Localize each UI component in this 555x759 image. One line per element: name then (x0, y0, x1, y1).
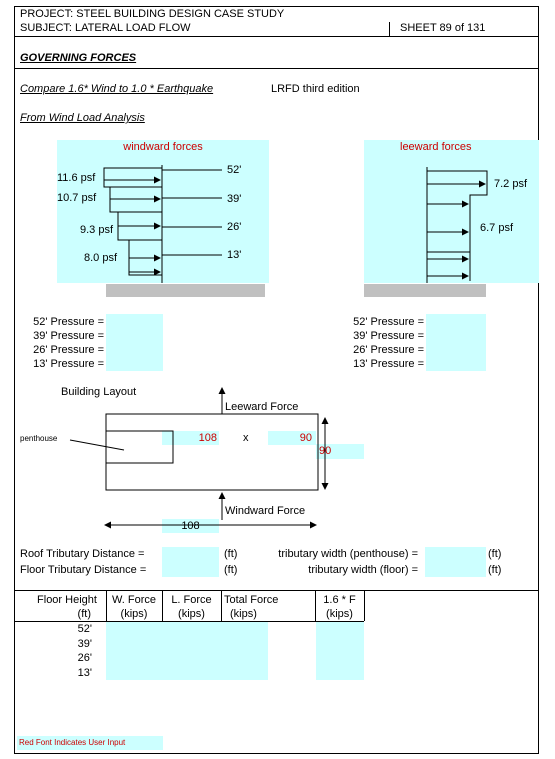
section-title: GOVERNING FORCES (20, 52, 137, 64)
sheet-number: SHEET 89 of 131 (400, 22, 486, 34)
header-l-force-2: (kips) (178, 608, 205, 620)
bottom-dimension: 108 (162, 519, 219, 533)
header-divider (14, 36, 539, 37)
table-row-52: 52' (77, 623, 92, 635)
table-row-13: 13' (77, 666, 92, 679)
windward-level-13: 13' (227, 249, 242, 261)
windward-ground (106, 284, 265, 297)
leeward-pressure-inputs[interactable] (426, 314, 486, 371)
code-edition: LRFD third edition (271, 83, 360, 95)
sheet-frame (14, 6, 539, 754)
table-row-26: 26' (77, 652, 92, 664)
header-floor-height: Floor Height (ft) (28, 593, 106, 621)
leeward-ground (364, 284, 486, 297)
windward-pressure-inputs[interactable] (106, 314, 163, 371)
windward-arrows (104, 176, 161, 276)
windward-level-39: 39' (227, 193, 242, 205)
col-divider-3 (221, 590, 222, 621)
header-floor-height-2: (ft) (77, 608, 91, 620)
col-divider-4 (315, 590, 316, 621)
header-l-force-1: L. Force (171, 594, 212, 606)
leeward-26-pressure-label: 26' Pressure = (353, 344, 424, 356)
building-length-input[interactable]: 108 (162, 431, 219, 445)
user-input-note: Red Font Indicates User Input (17, 736, 163, 750)
header-l-force: L. Force (kips) (162, 593, 221, 621)
header-factored-force-1: 1.6 * F (323, 594, 356, 606)
leeward-title: leeward forces (400, 141, 472, 153)
windward-pressure-3: 9.3 psf (80, 224, 114, 236)
building-layout-title: Building Layout (61, 386, 137, 398)
windward-39-pressure-label: 39' Pressure = (33, 330, 104, 342)
penthouse-leader (69, 439, 125, 451)
windward-level-52: 52' (227, 164, 242, 176)
table-row-39: 39' (77, 637, 92, 650)
header-total-force-1: Total Force (224, 594, 279, 606)
col-divider-5 (364, 590, 365, 621)
floor-heights-column: 52' 39' 26' 13' (40, 622, 92, 680)
subject-line: SUBJECT: LATERAL LOAD FLOW (20, 22, 191, 34)
compare-text: Compare 1.6* Wind to 1.0 * Earthquake (20, 83, 214, 95)
table-top-border (14, 590, 539, 591)
header-w-force-1: W. Force (111, 594, 156, 606)
roof-tributary-unit: (ft) (224, 548, 238, 560)
windward-level-26: 26' (227, 221, 242, 233)
title-divider (14, 68, 539, 69)
table-header-border (14, 621, 364, 622)
windward-pressure-labels: 52' Pressure = 39' Pressure = 26' Pressu… (18, 315, 104, 371)
building-outline (105, 413, 319, 491)
floor-tributary-unit: (ft) (224, 564, 238, 576)
from-wind-analysis: From Wind Load Analysis (20, 112, 145, 124)
windward-pressure-2: 10.7 psf (57, 192, 97, 204)
floor-width-unit: (ft) (488, 564, 502, 576)
header-total-force: Total Force (kips) (224, 593, 315, 621)
header-factored-force-2: (kips) (326, 608, 353, 620)
side-dimension: 90 (316, 444, 364, 459)
windward-panel (57, 140, 269, 283)
leeward-pressure-steps (427, 170, 488, 281)
leeward-arrows (427, 180, 486, 280)
windward-force-label: Windward Force (225, 505, 306, 517)
force-results-cells (106, 622, 268, 680)
roof-tributary-label: Roof Tributary Distance = (20, 548, 145, 560)
penthouse-width-label: tributary width (penthouse) = (278, 548, 418, 560)
tributary-width-inputs[interactable] (425, 547, 486, 577)
windward-26-pressure-label: 26' Pressure = (33, 344, 104, 356)
windward-13-pressure-label: 13' Pressure = (33, 358, 104, 370)
penthouse-width-unit: (ft) (488, 548, 502, 560)
penthouse-label: penthouse (20, 434, 58, 443)
floor-tributary-label: Floor Tributary Distance = (20, 564, 147, 576)
leeward-52-pressure-label: 52' Pressure = (353, 316, 424, 328)
leeward-pressure-1: 7.2 psf (494, 178, 528, 190)
tributary-distance-inputs[interactable] (162, 547, 219, 577)
col-divider-2 (162, 590, 163, 621)
header-w-force: W. Force (kips) (106, 593, 162, 621)
times-sign: x (243, 432, 249, 444)
windward-level-lines (162, 169, 222, 256)
header-total-force-2: (kips) (230, 608, 257, 620)
windward-pressure-1: 11.6 psf (57, 172, 96, 184)
leeward-pressure-2: 6.7 psf (480, 222, 514, 234)
leeward-39-pressure-label: 39' Pressure = (353, 330, 424, 342)
sheet-divider (389, 22, 390, 36)
leeward-force-label: Leeward Force (225, 401, 299, 413)
windward-pressure-4: 8.0 psf (84, 252, 118, 264)
header-w-force-2: (kips) (120, 608, 148, 620)
windward-52-pressure-label: 52' Pressure = (33, 316, 104, 328)
col-divider-1 (106, 590, 107, 621)
project-line: PROJECT: STEEL BUILDING DESIGN CASE STUD… (20, 8, 285, 20)
penthouse-outline (105, 430, 174, 464)
leeward-pressure-labels: 52' Pressure = 39' Pressure = 26' Pressu… (336, 315, 424, 371)
factored-force-cells (316, 622, 364, 680)
windward-title: windward forces (123, 141, 203, 153)
leeward-13-pressure-label: 13' Pressure = (353, 358, 424, 370)
building-width-input[interactable]: 90 (268, 431, 316, 445)
header-floor-height-1: Floor Height (37, 594, 97, 606)
header-factored-force: 1.6 * F (kips) (315, 593, 364, 621)
floor-width-label: tributary width (floor) = (308, 564, 418, 576)
